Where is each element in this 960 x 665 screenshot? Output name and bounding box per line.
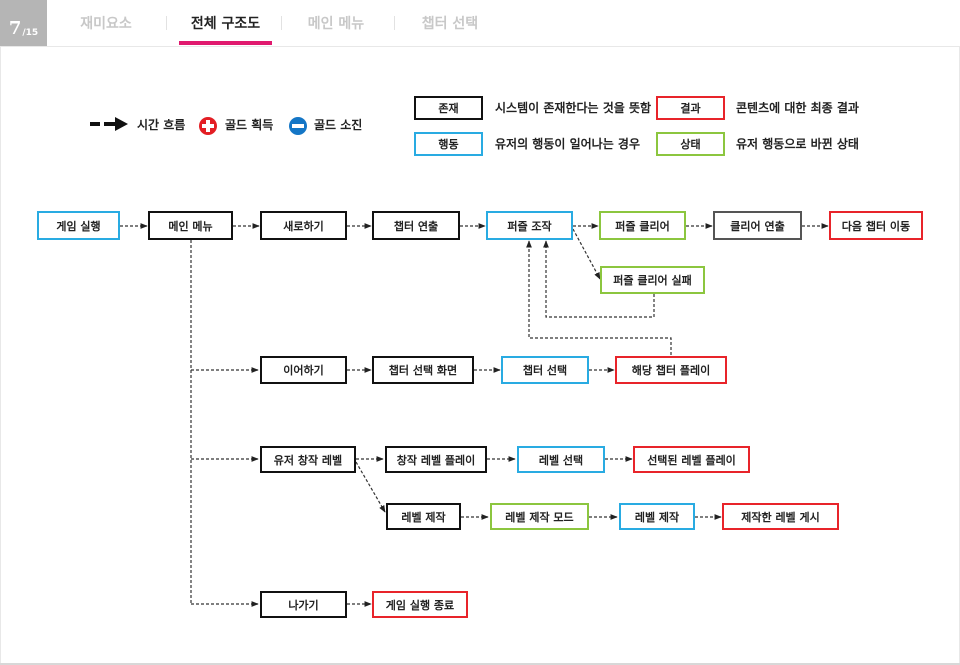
node-game-end: 게임 실행 종료: [372, 591, 468, 618]
legend-gold-gain: 골드 획득: [225, 118, 274, 132]
legend-action-desc: 유저의 행동이 일어나는 경우: [495, 137, 641, 151]
legend-state-desc: 유저 행동으로 바뀐 상태: [736, 137, 859, 151]
node-puzzle-control: 퍼즐 조작: [486, 211, 573, 240]
frame-border-left: [0, 46, 1, 664]
node-chapter-intro: 챕터 연출: [372, 211, 460, 240]
tab-divider: [281, 16, 282, 30]
node-main-menu: 메인 메뉴: [148, 211, 233, 240]
node-clear-scene: 클리어 연출: [713, 211, 802, 240]
node-make-level: 레벨 제작: [386, 503, 461, 530]
node-play-created: 창작 레벨 플레이: [385, 446, 487, 473]
node-puzzle-fail: 퍼즐 클리어 실패: [600, 266, 705, 294]
legend-result-desc: 콘텐츠에 대한 최종 결과: [736, 101, 859, 115]
node-next-chapter: 다음 챕터 이동: [829, 211, 923, 240]
tab-chapter-select[interactable]: 챕터 선택: [421, 16, 479, 32]
page-current: 7: [8, 18, 22, 39]
tab-fun-elements[interactable]: 재미요소: [80, 16, 132, 32]
legend-gold-spend: 골드 소진: [314, 118, 363, 132]
edge-fail-return: [543, 240, 655, 318]
edge-puzzle-fail: [572, 228, 601, 280]
tab-overall-structure[interactable]: 전체 구조도: [190, 16, 261, 32]
gold-spend-icon: [289, 117, 307, 135]
frame-border-bottom: [0, 663, 960, 665]
tab-divider: [394, 16, 395, 30]
gold-gain-icon: [199, 117, 217, 135]
node-exit: 나가기: [260, 591, 347, 618]
edge-chapter-play-return: [526, 240, 672, 355]
node-user-levels: 유저 창작 레벨: [260, 446, 356, 473]
legend-result-box: 결과: [656, 96, 725, 120]
header-divider: [0, 46, 960, 47]
edge-user-levels-make: [355, 461, 386, 513]
node-continue: 이어하기: [260, 356, 347, 384]
legend-action-box: 행동: [414, 132, 483, 156]
node-chapter-select-screen: 챕터 선택 화면: [372, 356, 474, 384]
node-level-make: 레벨 제작: [619, 503, 695, 530]
node-level-select: 레벨 선택: [517, 446, 605, 473]
node-play-selected: 선택된 레벨 플레이: [633, 446, 750, 473]
tab-divider: [166, 16, 167, 30]
active-tab-indicator: [179, 41, 272, 45]
page-total: /15: [22, 28, 39, 38]
legend-exist-desc: 시스템이 존재한다는 것을 뜻함: [495, 101, 652, 115]
node-post-level: 제작한 레벨 게시: [722, 503, 839, 530]
legend-exist-box: 존재: [414, 96, 483, 120]
legend-time-flow: 시간 흐름: [137, 118, 186, 132]
node-puzzle-clear: 퍼즐 클리어: [599, 211, 686, 240]
node-play-chapter: 해당 챕터 플레이: [615, 356, 727, 384]
page-indicator: 7/15: [0, 0, 47, 46]
tab-main-menu[interactable]: 메인 메뉴: [307, 16, 365, 32]
legend-state-box: 상태: [656, 132, 725, 156]
node-new-game: 새로하기: [260, 211, 347, 240]
node-chapter-select: 챕터 선택: [501, 356, 589, 384]
node-edit-mode: 레벨 제작 모드: [490, 503, 589, 530]
time-flow-arrow-icon: [90, 117, 128, 131]
node-game-run: 게임 실행: [37, 211, 120, 240]
